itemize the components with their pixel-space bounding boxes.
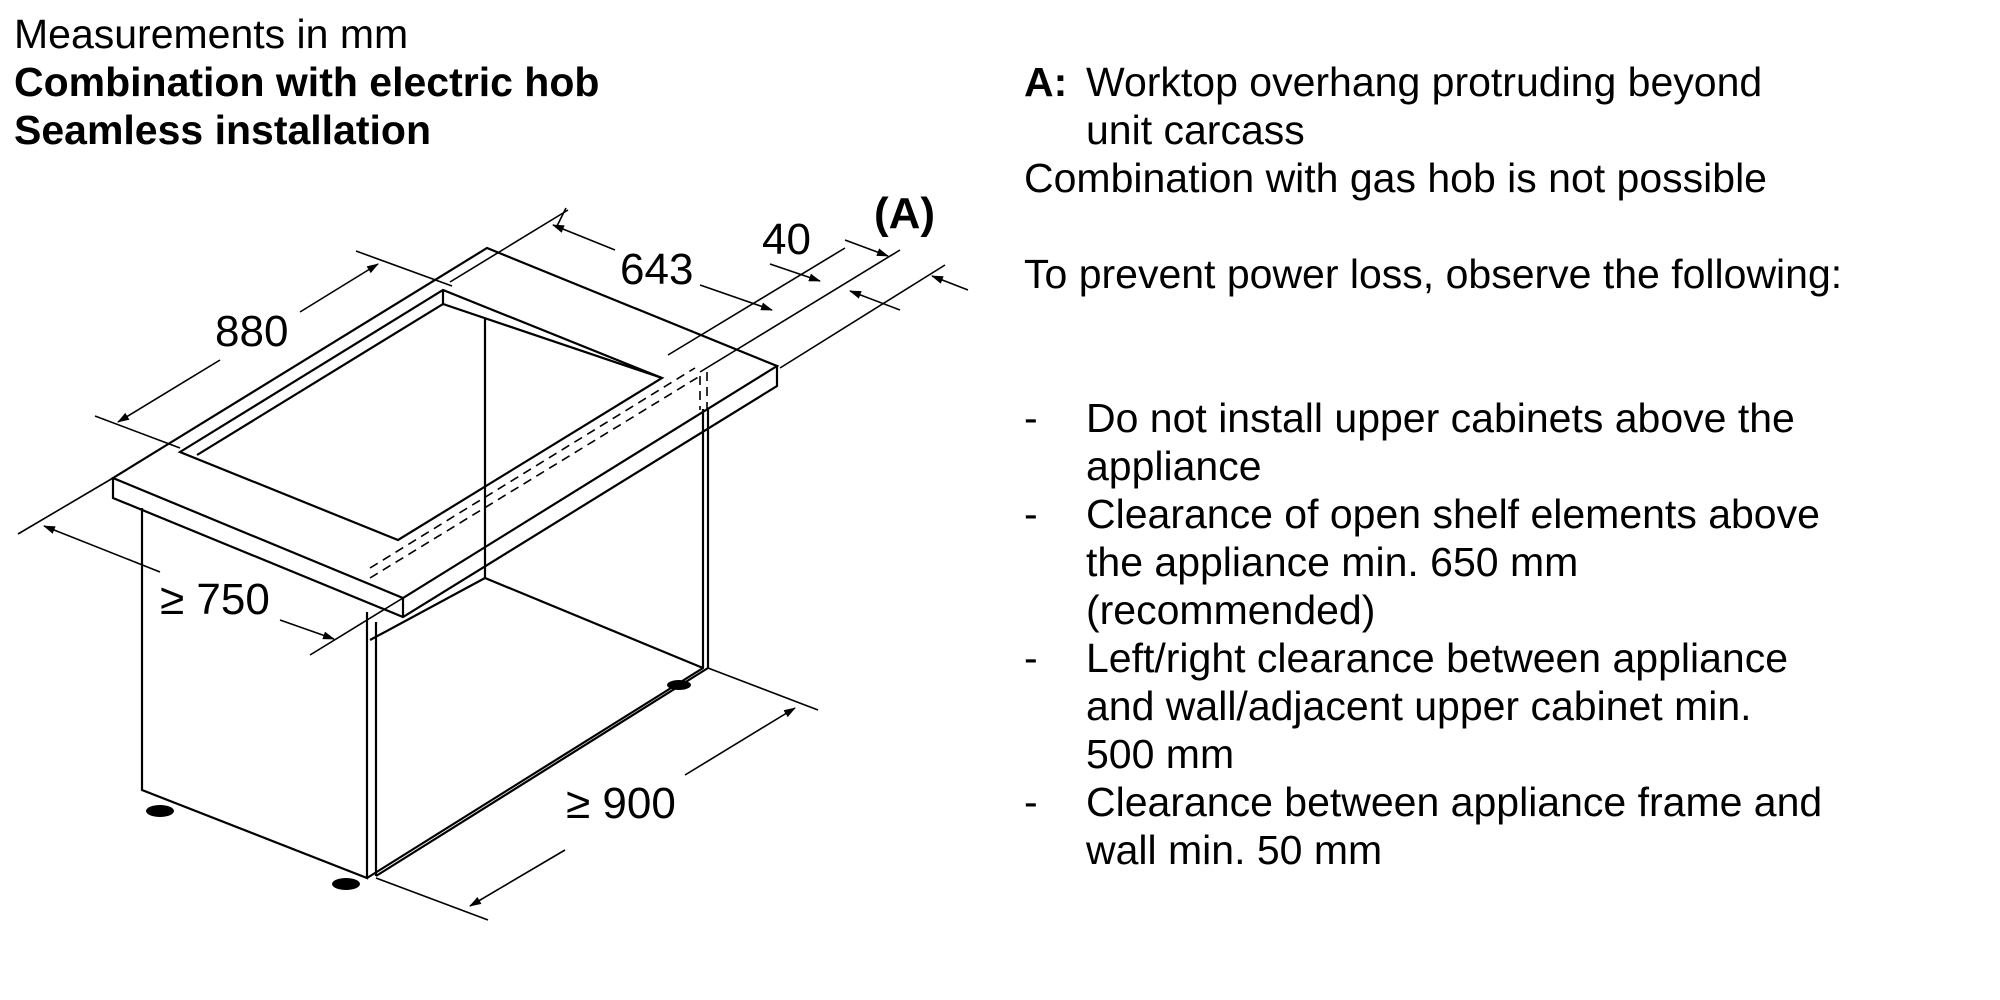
units-note: Measurements in mm: [14, 11, 409, 57]
list-item-line: 500 mm: [1086, 731, 1235, 777]
dimension-lines: [17, 207, 969, 921]
width-dimension: 880: [215, 307, 288, 356]
list-item-line: Left/right clearance between appliance: [1086, 635, 1789, 681]
cutout: [177, 288, 665, 542]
gas-hob-note: Combination with gas hob is not possible: [1024, 155, 1767, 201]
list-item-line: appliance: [1086, 443, 1262, 489]
list-bullet: -: [1024, 779, 1038, 825]
list-item-line: Clearance of open shelf elements above: [1086, 491, 1820, 537]
power-loss-intro: To prevent power loss, observe the follo…: [1024, 251, 1843, 297]
list-item-line: Clearance between appliance frame and: [1086, 779, 1823, 825]
note-a-line1: Worktop overhang protruding beyond: [1086, 59, 1763, 105]
dashed-edge: [369, 367, 708, 579]
overhang-label: (A): [874, 189, 935, 238]
cabinet-diagram: 880 643 40 (A) ≥ 750 ≥ 900: [17, 189, 969, 921]
list-item-line: and wall/adjacent upper cabinet min.: [1086, 683, 1752, 729]
list-item-line: (recommended): [1086, 587, 1376, 633]
gap-dimension: 40: [762, 215, 811, 264]
height-dimension: ≥ 750: [160, 575, 270, 624]
list-bullet: -: [1024, 635, 1038, 681]
list-item-line: the appliance min. 650 mm: [1086, 539, 1579, 585]
depth-dimension: 643: [620, 245, 693, 294]
list-bullet: -: [1024, 491, 1038, 537]
note-a-key: A:: [1024, 59, 1068, 105]
list-item-line: Do not install upper cabinets above the: [1086, 395, 1795, 441]
cabinet-body: [140, 318, 710, 890]
cabinet-width-dimension: ≥ 900: [566, 779, 676, 828]
list-bullet: -: [1024, 395, 1038, 441]
note-a-line2: unit carcass: [1086, 107, 1305, 153]
list-item-line: wall min. 50 mm: [1086, 827, 1383, 873]
installation-title: Seamless installation: [14, 107, 432, 153]
combination-title: Combination with electric hob: [14, 59, 600, 105]
worktop: [110, 246, 780, 619]
